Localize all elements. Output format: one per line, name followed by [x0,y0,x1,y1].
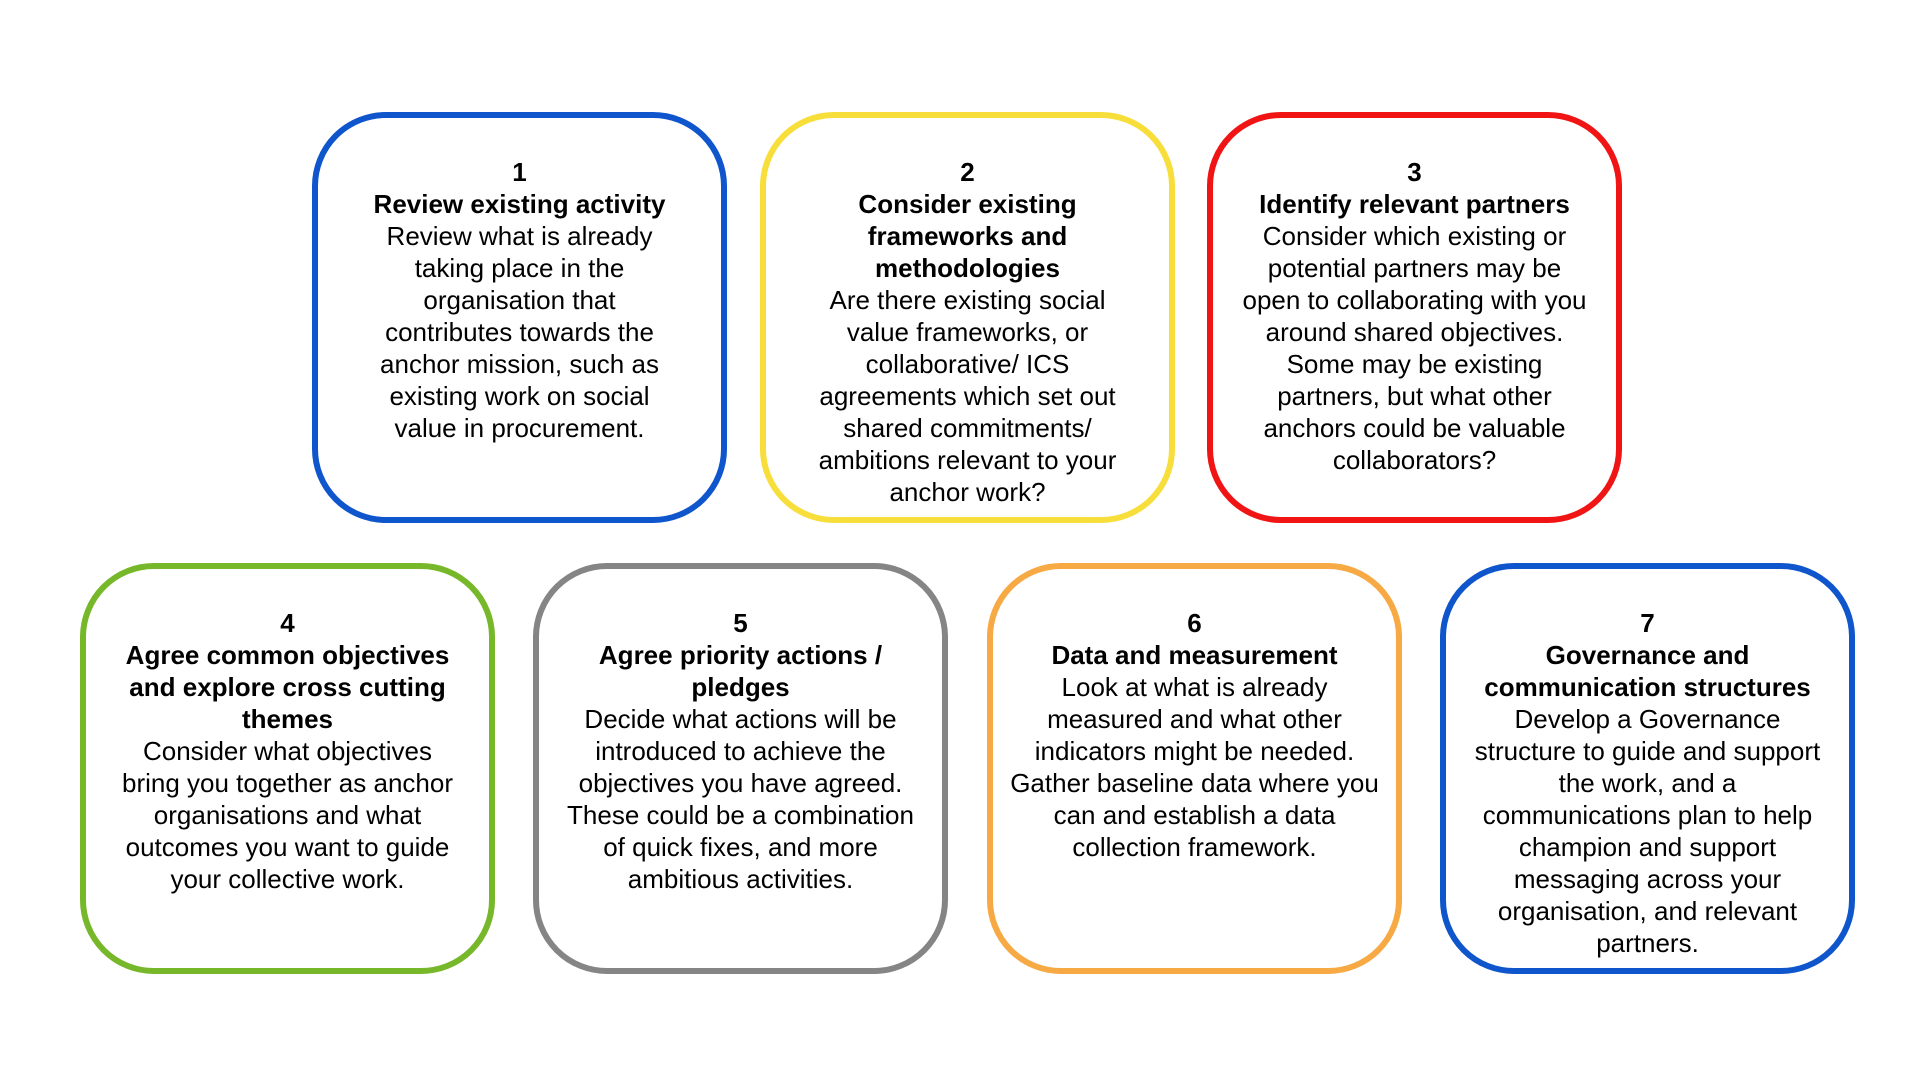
step-description: Consider which existing or potential par… [1242,221,1587,475]
step-card-4: 4 Agree common objectives and explore cr… [80,563,495,974]
step-title: Consider existing frameworks and methodo… [858,189,1077,283]
step-title: Agree priority actions / pledges [598,640,883,702]
step-title: Agree common objectives and explore cros… [125,640,450,734]
step-number: 7 [1640,608,1655,638]
step-description: Are there existing social value framewor… [818,285,1117,507]
step-number: 3 [1407,157,1422,187]
step-description: Consider what objectives bring you toget… [122,736,453,894]
step-title: Review existing activity [373,189,666,219]
step-title: Identify relevant partners [1259,189,1570,219]
step-description: Decide what actions will be introduced t… [567,704,914,894]
step-card-3: 3 Identify relevant partners Consider wh… [1207,112,1622,523]
step-card-2: 2 Consider existing frameworks and metho… [760,112,1175,523]
step-card-5: 5 Agree priority actions / pledges Decid… [533,563,948,974]
step-card-6: 6 Data and measurement Look at what is a… [987,563,1402,974]
step-number: 1 [512,157,527,187]
step-number: 2 [960,157,975,187]
step-title: Governance and communication structures [1484,640,1811,702]
step-card-1: 1 Review existing activity Review what i… [312,112,727,523]
step-description: Look at what is already measured and wha… [1010,672,1379,862]
step-card-7: 7 Governance and communication structure… [1440,563,1855,974]
step-description: Review what is already taking place in t… [380,221,659,443]
step-number: 4 [280,608,295,638]
step-number: 6 [1187,608,1202,638]
step-description: Develop a Governance structure to guide … [1474,704,1821,958]
step-title: Data and measurement [1051,640,1338,670]
step-number: 5 [733,608,748,638]
